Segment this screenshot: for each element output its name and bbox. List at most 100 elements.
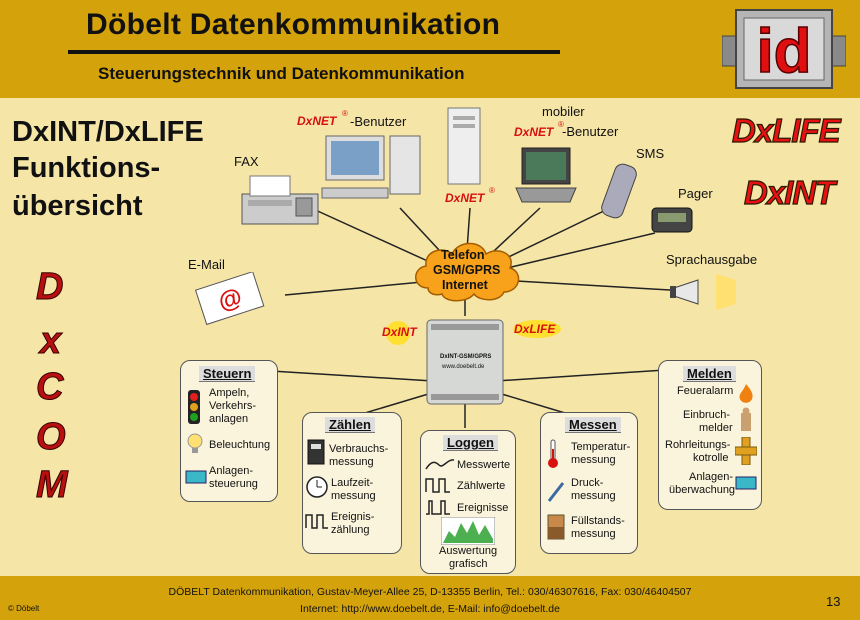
device-model-text: DxINT-GSM/GPRS — [440, 354, 492, 360]
dxnet-label-server: DxNET — [445, 191, 485, 205]
panel-melden: Melden Feueralarm Einbruch- melder Rohrl… — [658, 360, 762, 510]
zaehlen-item-2a: Laufzeit- — [331, 477, 374, 489]
dxcom-letter-o: O — [36, 416, 67, 459]
panel-loggen: Loggen Messwerte Zählwerte Ereignisse Au… — [420, 430, 516, 574]
mobile-label: mobiler — [542, 104, 585, 119]
sms-label: SMS — [636, 146, 665, 161]
thermometer-icon — [548, 439, 558, 468]
dxcom-letter-c: C — [35, 366, 64, 409]
title-rule — [68, 50, 560, 54]
panel-zaehlen: Zählen Verbrauchs- messung Laufzeit- mes… — [302, 412, 402, 554]
zaehlen-item-2b: messung — [331, 490, 376, 502]
dxint-badge-icon — [386, 321, 410, 345]
pipe-icon — [735, 437, 757, 465]
meter-icon — [307, 439, 325, 465]
footer-bar: DÖBELT Datenkommunikation, Gustav-Meyer-… — [0, 576, 860, 620]
dxcom-letter-m: M — [36, 464, 69, 507]
hub-label-gsm: GSM/GPRS — [433, 263, 501, 277]
zaehlen-item-3a: Ereignis- — [331, 511, 375, 523]
dxint-badge-label: DxINT — [382, 325, 417, 339]
id-logo-icon: id — [722, 9, 846, 89]
messen-item-3a: Füllstands- — [571, 515, 625, 527]
desktop-computer-icon — [321, 135, 421, 199]
melden-item-3a: Rohrleitungs- — [665, 439, 731, 451]
fax-label: FAX — [234, 154, 259, 169]
level-tank-icon — [547, 514, 565, 540]
header-bar: Döbelt Datenkommunikation Steuerungstech… — [0, 0, 860, 98]
dxnet-label-mobile: DxNET — [514, 125, 554, 139]
melden-item-1: Feueralarm — [677, 385, 734, 397]
pager-icon — [651, 207, 693, 233]
melden-item-4b: überwachung — [669, 484, 736, 496]
dxint-gsm-device-icon — [426, 319, 504, 405]
plant-monitor-icon — [735, 476, 757, 490]
panel-steuern: Steuern Ampeln, Verkehrs- anlagen Beleuc… — [180, 360, 278, 502]
panel-steuern-title: Steuern — [199, 366, 256, 382]
dxcom-letter-x: x — [39, 320, 62, 363]
messen-item-1a: Temperatur- — [571, 441, 631, 453]
zaehlen-item-1a: Verbrauchs- — [329, 443, 389, 455]
pressure-gauge-icon — [547, 482, 565, 502]
panel-melden-title: Melden — [683, 366, 736, 382]
logo-text: id — [756, 17, 811, 86]
server-tower-icon — [447, 107, 481, 185]
light-bulb-icon — [187, 433, 203, 453]
steuern-item-1c: anlagen — [209, 413, 249, 425]
heading-line-3: übersicht — [12, 190, 143, 222]
curve-icon — [425, 459, 455, 470]
plant-machine-icon — [185, 470, 207, 484]
steuern-item-1b: Verkehrs- — [209, 400, 257, 412]
pulse-signal-icon — [305, 514, 328, 529]
clock-icon — [306, 476, 328, 498]
event-signal-icon — [426, 500, 450, 515]
footer-address: DÖBELT Datenkommunikation, Gustav-Meyer-… — [168, 586, 692, 598]
mobile-phone-icon — [601, 163, 637, 219]
dxnet-reg-mark: ® — [342, 109, 348, 118]
loggen-item-2: Zählwerte — [457, 480, 506, 492]
heading-line-1: DxINT/DxLIFE — [12, 116, 204, 148]
melden-item-2a: Einbruch- — [683, 409, 731, 421]
panel-messen-title: Messen — [565, 417, 621, 433]
company-title: Döbelt Datenkommunikation — [86, 8, 501, 41]
fire-icon — [739, 384, 753, 403]
messen-item-2b: messung — [571, 490, 616, 502]
diagram-area: DxINT/DxLIFE Funktions- übersicht D x C … — [0, 98, 860, 576]
dxnet-reg-mark-3: ® — [558, 120, 564, 129]
page-number: 13 — [826, 594, 841, 609]
dxlife-logo-large: DxLIFE — [731, 111, 841, 149]
email-envelope-icon: @ — [194, 272, 265, 326]
traffic-light-icon — [188, 390, 200, 424]
heading-line-2: Funktions- — [12, 152, 161, 184]
megaphone-icon — [670, 274, 736, 310]
email-label: E-Mail — [188, 257, 225, 272]
steuern-item-1a: Ampeln, — [209, 387, 250, 399]
hub-label-telefon: Telefon — [441, 248, 485, 262]
messen-item-2a: Druck- — [571, 477, 604, 489]
dxnet-user-label: -Benutzer — [350, 114, 407, 129]
hub-label-internet: Internet — [442, 278, 488, 292]
device-url-text: www.doebelt.de — [442, 364, 485, 370]
panel-zaehlen-title: Zählen — [325, 417, 375, 433]
melden-item-4a: Anlagen- — [689, 471, 734, 483]
steuern-item-3b: steuerung — [209, 478, 258, 490]
laptop-icon — [515, 147, 577, 203]
speech-label: Sprachausgabe — [666, 252, 758, 267]
loggen-item-3: Ereignisse — [457, 502, 509, 514]
melden-item-2b: melder — [699, 422, 733, 434]
steuern-item-2: Beleuchtung — [209, 439, 271, 451]
footer-contact: Internet: http://www.doebelt.de, E-Mail:… — [300, 603, 560, 615]
steuern-item-3a: Anlagen- — [209, 465, 254, 477]
melden-item-3b: kotrolle — [693, 452, 729, 464]
messen-item-1b: messung — [571, 454, 616, 466]
pager-label: Pager — [678, 186, 713, 201]
zaehlen-item-3b: zählung — [331, 524, 370, 536]
pulse-count-icon — [425, 478, 450, 493]
mobile-user-label: -Benutzer — [562, 124, 619, 139]
loggen-item-4a: Auswertung — [439, 545, 498, 557]
panel-loggen-title: Loggen — [443, 435, 498, 451]
loggen-item-1: Messwerte — [457, 459, 511, 471]
dxnet-reg-mark-2: ® — [489, 186, 495, 195]
dxnet-label-user: DxNET — [297, 114, 337, 128]
copyright-notice: © Döbelt — [8, 604, 40, 613]
company-subtitle: Steuerungstechnik und Datenkommunikation — [98, 64, 465, 83]
